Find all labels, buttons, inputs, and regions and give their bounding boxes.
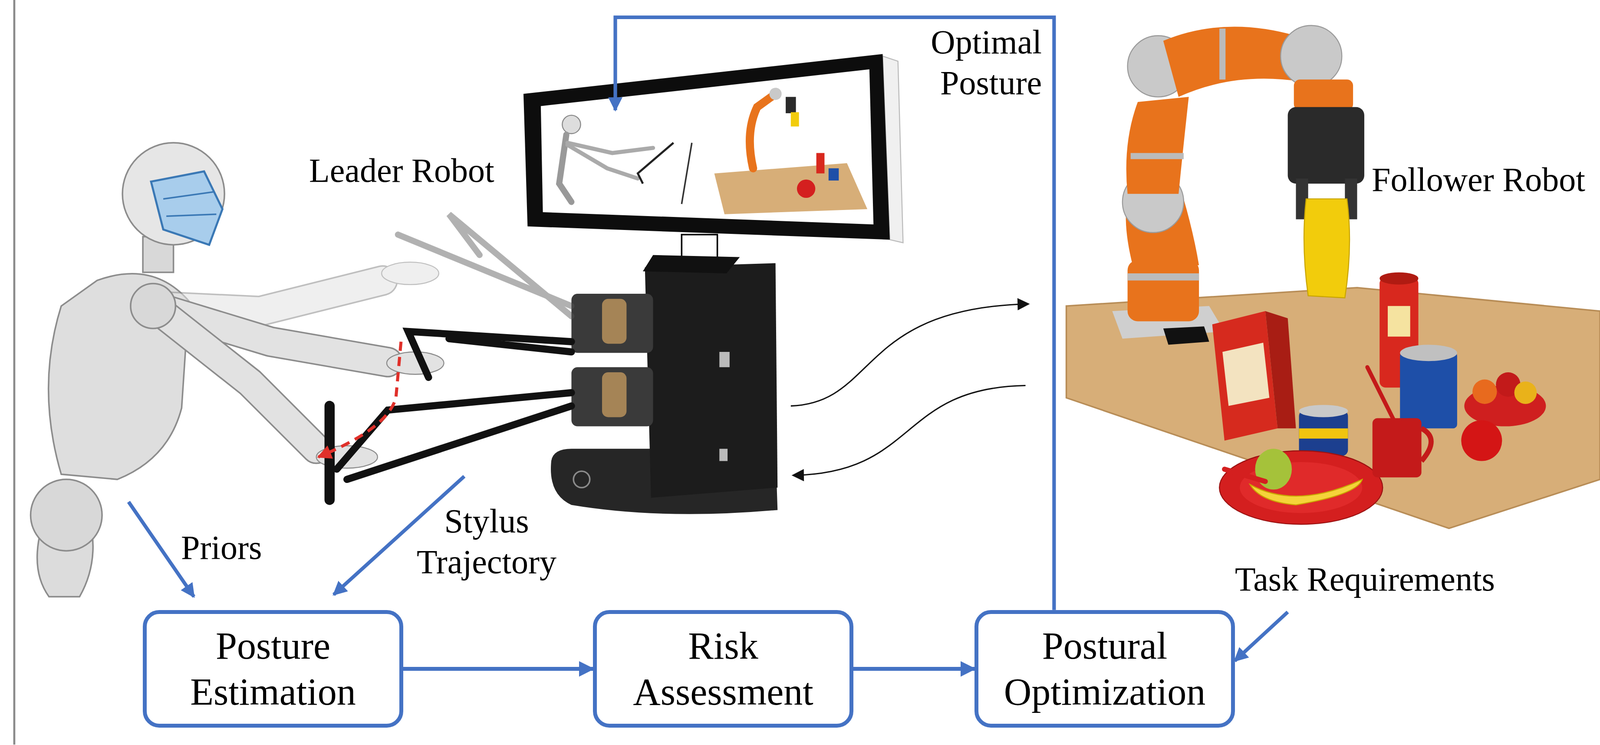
annotation-label: Task Requirements: [1234, 559, 1495, 600]
monitor: [523, 54, 903, 274]
follower-robot-scene-part: [1372, 418, 1422, 478]
flow-arrows: [128, 17, 1288, 662]
human-mannequin-part: [30, 479, 103, 552]
leader-robot-part: [602, 372, 627, 418]
follower-robot-scene-part: [1303, 198, 1350, 298]
monitor-part: [796, 179, 816, 198]
leader-robot-part: [719, 448, 728, 461]
flow-arrows-part: [615, 17, 1055, 611]
monitor-part: [816, 153, 825, 174]
monitor-part: [540, 69, 874, 225]
monitor-part: [567, 144, 638, 179]
human-mannequin-part: [163, 191, 215, 199]
leader-robot-part: [602, 299, 627, 344]
motion-arrow: [318, 342, 401, 458]
monitor-part: [790, 112, 800, 127]
follower-robot-scene-part: [1299, 428, 1349, 439]
process-box: Postural Optimization: [974, 610, 1235, 728]
monitor-part: [642, 255, 740, 274]
human-mannequin-part: [166, 214, 217, 217]
human-mannequin: [30, 142, 445, 597]
follower-robot-scene-part: [1219, 451, 1383, 525]
monitor-part: [828, 168, 840, 181]
leader-robot-part: [719, 352, 730, 368]
leader-robot-part: [645, 263, 778, 498]
annotation-label: Leader Robot: [309, 150, 495, 191]
follower-robot-scene-part: [1224, 469, 1266, 482]
follower-robot-scene-part: [1399, 352, 1458, 429]
follower-robot-scene-part: [1222, 342, 1270, 407]
monitor-part: [749, 93, 776, 169]
follower-robot-scene: [1066, 25, 1600, 529]
process-box: Posture Estimation: [142, 610, 404, 728]
box-label: Postural Optimization: [987, 623, 1222, 715]
process-box: Risk Assessment: [592, 610, 854, 728]
monitor-part: [523, 54, 890, 241]
annotation-label: Follower Robot: [1371, 159, 1586, 201]
leader-robot-part-part: [336, 392, 572, 470]
leader-robot-part-part: [346, 406, 572, 480]
follower-robot-scene-part: [1163, 26, 1301, 97]
flow-arrow: [403, 667, 593, 672]
flow-arrows-part: [1234, 612, 1288, 662]
leader-robot-part: [571, 293, 653, 353]
leader-robot-part: [573, 471, 590, 488]
human-mannequin-part: [151, 171, 223, 245]
follower-robot-scene-part: [1280, 25, 1342, 87]
follower-robot-scene-part: [1130, 153, 1184, 160]
communication-arrows-part: [793, 385, 1026, 476]
follower-robot-scene-part: [1127, 273, 1200, 281]
human-mannequin-part-part: [381, 262, 439, 285]
follower-robot-scene-part: [1163, 326, 1210, 345]
follower-robot-scene-part: [1379, 272, 1419, 285]
human-mannequin-part: [122, 142, 225, 245]
leader-robot: [329, 214, 778, 515]
follower-robot-scene-part: [1293, 79, 1354, 111]
frame-line: [13, 0, 16, 745]
follower-robot-scene-part: [1387, 306, 1411, 337]
follower-robot-scene-part: [1287, 107, 1365, 184]
annotation-label: Priors: [181, 527, 262, 569]
follower-robot-scene-part: [1219, 28, 1226, 80]
monitor-part: [562, 115, 581, 134]
follower-robot-scene-part: [1399, 345, 1458, 362]
box-label: Posture Estimation: [155, 623, 391, 715]
monitor-part: [785, 96, 797, 114]
follower-robot-scene-part: [1514, 381, 1538, 405]
human-mannequin-part: [153, 306, 317, 449]
follower-robot-scene-part: [1127, 260, 1200, 322]
follower-robot-scene-part: [1066, 287, 1600, 529]
annotation-label: Optimal Posture: [907, 21, 1042, 103]
monitor-part: [769, 87, 782, 100]
leader-robot-part-part: [408, 331, 572, 378]
follower-robot-scene-part: [1265, 311, 1297, 429]
monitor-part: [637, 142, 674, 184]
box-label: Risk Assessment: [605, 623, 841, 715]
human-mannequin-part: [153, 306, 317, 449]
follower-robot-scene-part: [1461, 420, 1502, 462]
follower-robot-scene-part: [1299, 404, 1349, 418]
human-mannequin-part: [130, 283, 176, 329]
communication-arrows: [790, 304, 1029, 476]
follower-robot-scene-part: [1126, 96, 1189, 194]
communication-arrows-part: [790, 304, 1029, 407]
leader-robot-part: [398, 214, 572, 317]
flow-arrow: [853, 667, 975, 672]
follower-robot-scene-part: [1254, 448, 1292, 490]
follower-robot-scene-part: [1421, 428, 1432, 461]
leader-robot-part: [571, 367, 653, 427]
annotation-label: Stylus Trajectory: [408, 500, 565, 583]
monitor-part: [714, 163, 868, 215]
leader-robot-part-part: [398, 234, 572, 307]
human-mannequin-part: [48, 273, 189, 480]
leader-robot-part: [336, 331, 572, 480]
follower-robot-scene-part: [1472, 379, 1497, 404]
leader-robot-part-part: [448, 338, 572, 353]
monitor-part: [681, 142, 692, 205]
